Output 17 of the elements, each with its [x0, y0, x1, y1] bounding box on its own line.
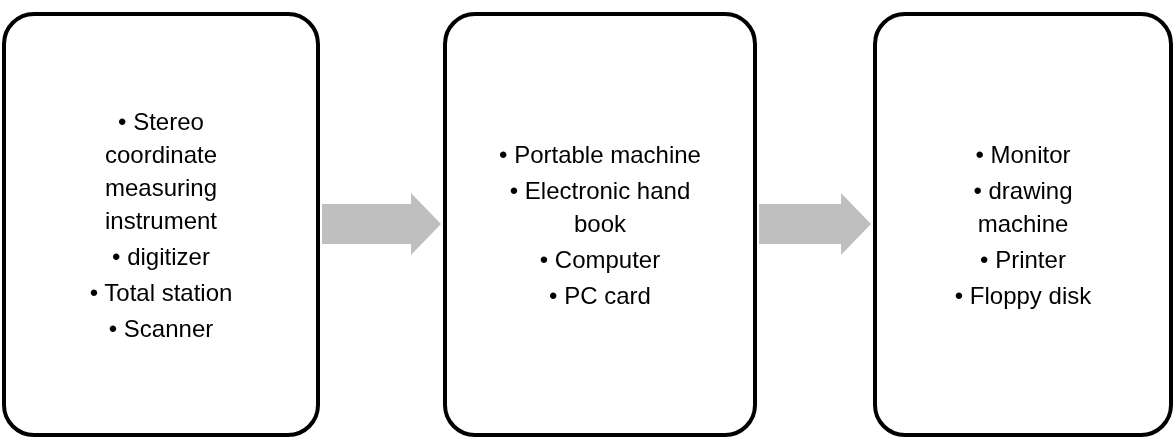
- list-item: • drawing machine: [972, 175, 1074, 239]
- list-item: • Stereo coordinate measuring instrument: [103, 106, 219, 236]
- list-item: • Printer: [979, 244, 1067, 275]
- list-item: • Scanner: [107, 313, 215, 344]
- block-arrow: [759, 193, 871, 255]
- list-item: • Portable machine: [498, 139, 702, 170]
- list-item: • digitizer: [111, 241, 211, 272]
- block-arrow: [322, 193, 441, 255]
- list-item: • PC card: [548, 280, 652, 311]
- list-item: • Computer: [538, 244, 662, 275]
- list-item: • Electronic hand book: [508, 175, 692, 239]
- list-item: • Floppy disk: [953, 280, 1093, 311]
- list-item: • Total station: [88, 277, 234, 308]
- rounded-box: [2, 12, 320, 437]
- list-item: • Monitor: [974, 139, 1072, 170]
- rounded-box: [443, 12, 757, 437]
- rounded-box: [873, 12, 1173, 437]
